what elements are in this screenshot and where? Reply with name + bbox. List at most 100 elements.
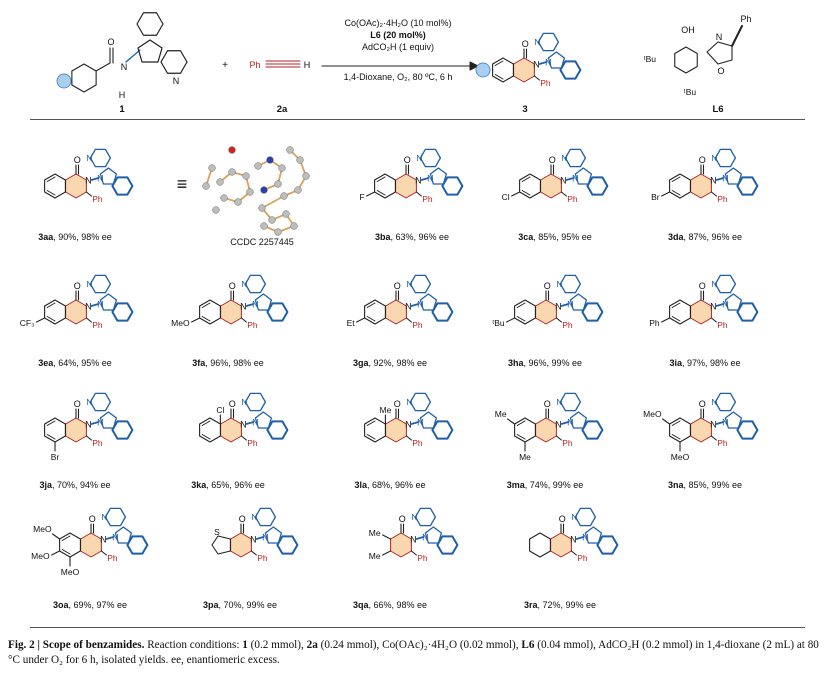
substrate-h: H <box>119 90 126 100</box>
crystal-atom <box>278 164 286 172</box>
n-n-bond <box>715 177 725 181</box>
benzo-ring <box>514 417 536 443</box>
benzo-ring <box>364 299 386 325</box>
nitrogen-label: N <box>722 300 729 310</box>
oxygen-label: O <box>74 399 81 409</box>
condition-line-2: L6 (20 mol%) <box>370 30 426 40</box>
cyclohexane-ring <box>111 420 134 440</box>
n-n-bond <box>560 421 570 425</box>
n-n-bond <box>538 61 548 65</box>
double-bond <box>46 190 56 196</box>
pyridine-ring <box>409 274 432 294</box>
n-n-bond <box>90 303 100 307</box>
compound-yield: , 97%, 98% ee <box>682 358 741 368</box>
substituent-label: Me <box>369 528 381 538</box>
plus-sign: + <box>222 60 228 71</box>
crystal-atom <box>260 222 268 230</box>
substituent-label: ᵗBu <box>492 318 505 328</box>
pyrrole-ring <box>569 293 588 311</box>
oxygen-label: O <box>89 514 96 524</box>
substrate-oxygen: O <box>107 37 114 47</box>
cyclohexane-ring <box>581 420 604 440</box>
benzo-ring <box>44 299 66 325</box>
pyridine-ring <box>244 274 267 294</box>
nitrogen-label: N <box>252 300 259 310</box>
pyridone-ring <box>220 417 242 443</box>
caption-compound-2a: 2a <box>306 639 318 651</box>
benzo-ring <box>374 173 396 199</box>
compound-id: 3ka <box>191 480 207 490</box>
phenyl-label: Ph <box>417 553 428 563</box>
double-bond <box>521 190 531 196</box>
compound-id: 3ia <box>669 358 683 368</box>
benzo-ring <box>669 173 691 199</box>
ligand-n: N <box>716 32 723 42</box>
pyrrole-ring <box>724 293 743 311</box>
nitrogen-label: N <box>97 300 104 310</box>
substituent-label: Me <box>519 452 531 462</box>
pyrrole-ring <box>574 167 593 185</box>
compound-label: 3ba, 63%, 96% ee <box>375 232 449 242</box>
bottom-rule <box>30 627 805 628</box>
crystal-atom <box>280 192 288 200</box>
phenyl-bond <box>533 75 540 81</box>
ligand-ph: Ph <box>740 14 751 24</box>
compound-id: 3ra <box>524 600 539 610</box>
compound-yield: , 72%, 99% ee <box>537 600 596 610</box>
substituent-label: MeO <box>31 551 50 561</box>
pyridine-n-label: N <box>86 279 92 289</box>
double-bond <box>494 60 504 66</box>
substituent-circle <box>56 73 72 89</box>
pyridine-ring <box>89 148 112 168</box>
pyridine-n-label: N <box>241 397 247 407</box>
benzo-ring <box>492 57 514 83</box>
pyridine-n-label: N <box>711 279 717 289</box>
compound-yield: , 85%, 99% ee <box>683 480 742 490</box>
nitrogen-label: N <box>422 533 429 543</box>
cyclohexane-ring <box>431 420 454 440</box>
pyridine-ring <box>574 507 597 527</box>
phenyl-bond <box>405 317 412 323</box>
nitrogen-label: N <box>533 60 540 70</box>
double-bond <box>61 549 71 555</box>
substituent-label: MeO <box>643 409 662 419</box>
compound-label: 3ma, 74%, 99% ee <box>507 480 584 490</box>
pyridine-ring <box>714 392 737 412</box>
crystal-atom <box>228 168 236 176</box>
substituent-bond <box>506 317 516 323</box>
nitrogen-label: N <box>405 302 412 312</box>
phenyl-label: Ph <box>412 438 423 448</box>
condition-line-1: Co(OAc)₂·4H₂O (10 mol%) <box>344 18 451 28</box>
compound-id: 3fa <box>192 358 206 368</box>
double-bond <box>366 420 376 426</box>
cyclohexane-ring <box>431 302 454 322</box>
pyrrole-ring <box>547 51 566 69</box>
double-bond <box>366 434 376 440</box>
oxygen-label: O <box>699 281 706 291</box>
substituent-label: Br <box>651 192 660 202</box>
pyridone-ring <box>230 532 252 558</box>
benzo-ring <box>199 417 221 443</box>
crystal-atom <box>254 162 262 170</box>
n-n-bond <box>105 536 115 540</box>
equivalence-sign: ≡ <box>177 174 188 194</box>
cyclohexane-ring <box>586 176 609 196</box>
pyridone-ring <box>513 57 535 83</box>
substituent-circle <box>475 62 491 78</box>
compound-label: 3ea, 64%, 95% ee <box>38 358 112 368</box>
pyrrole-ring <box>99 411 118 429</box>
substituent-bond <box>52 533 61 540</box>
ligand-wedge <box>731 25 743 47</box>
pyridone-ring <box>65 173 87 199</box>
benzo-ring <box>519 173 541 199</box>
double-bond <box>376 190 386 196</box>
nitrogen-label: N <box>567 418 574 428</box>
crystal-atom <box>242 172 250 180</box>
substituent-bond <box>661 317 671 323</box>
compound-id: 3ga <box>353 358 370 368</box>
